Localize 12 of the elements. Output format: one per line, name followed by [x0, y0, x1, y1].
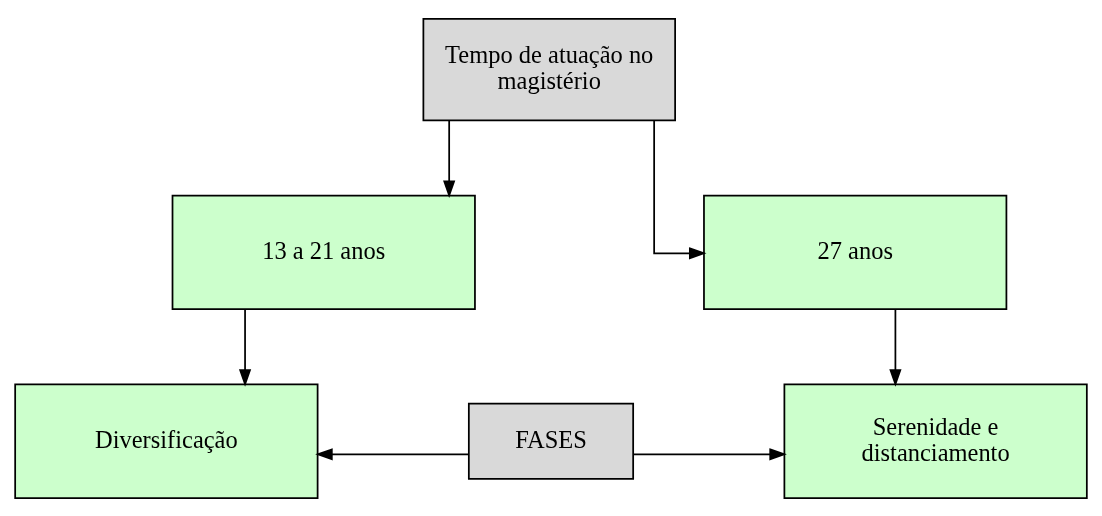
node-box: Diversificação [14, 383, 319, 499]
arrow [238, 308, 252, 387]
node-box: Tempo de atuação no magistério [422, 17, 676, 121]
node-box: FASES [467, 402, 635, 480]
node-box: 27 anos [703, 194, 1008, 310]
arrow [889, 308, 902, 387]
arrow [315, 447, 470, 460]
arrow [632, 447, 787, 460]
arrow [443, 119, 456, 198]
node-box: Serenidade e distanciamento [783, 383, 1088, 499]
node-box: 13 a 21 anos [171, 194, 476, 310]
arrow [653, 119, 707, 259]
